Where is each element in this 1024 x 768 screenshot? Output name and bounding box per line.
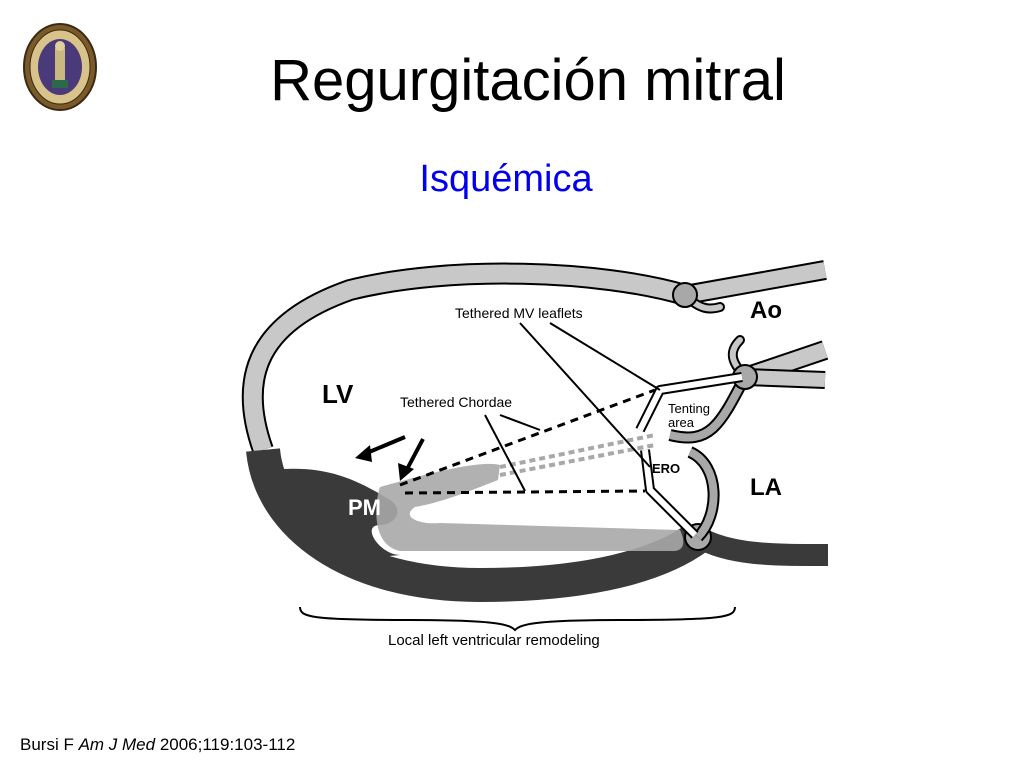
label-ero: ERO: [652, 461, 680, 476]
citation: Bursi F Am J Med 2006;119:103-112: [20, 735, 295, 755]
label-tethered-leaflets: Tethered MV leaflets: [455, 305, 583, 321]
label-tethered-chordae: Tethered Chordae: [400, 394, 512, 410]
label-ao: Ao: [750, 297, 782, 324]
label-lv: LV: [322, 379, 354, 409]
label-la: LA: [750, 474, 782, 501]
remodeling-brace: [299, 606, 736, 632]
label-tenting-1: Tenting: [668, 401, 710, 416]
la-lower-wall: [692, 527, 829, 566]
citation-ref: 2006;119:103-112: [155, 735, 296, 754]
pointer-leaflets-1: [519, 322, 651, 468]
chorda-gray-2: [499, 443, 656, 477]
chorda-gray-1: [499, 433, 656, 469]
aortic-annulus-node: [672, 282, 698, 308]
pointer-chordae-2: [499, 414, 541, 431]
label-pm: PM: [348, 495, 381, 520]
papillary-muscle: [270, 468, 400, 560]
slide-subtitle: Isquémica: [419, 158, 593, 200]
lv-remodeled-region: [376, 463, 684, 551]
university-seal-logo: [23, 23, 97, 111]
citation-author: Bursi F: [20, 735, 79, 754]
pointer-leaflets-2: [549, 322, 661, 391]
chorda-dashed-1: [399, 388, 656, 487]
citation-journal: Am J Med: [78, 735, 156, 754]
label-remodeling: Local left ventricular remodeling: [388, 632, 600, 649]
pointer-chordae-1: [484, 414, 526, 492]
slide-title: Regurgitación mitral: [270, 48, 786, 113]
label-tenting-2: area: [668, 415, 695, 430]
ischemic-mr-diagram: LV Ao LA PM Tethered MV leaflets Tethere…: [241, 260, 829, 649]
chorda-dashed-2: [404, 489, 646, 495]
